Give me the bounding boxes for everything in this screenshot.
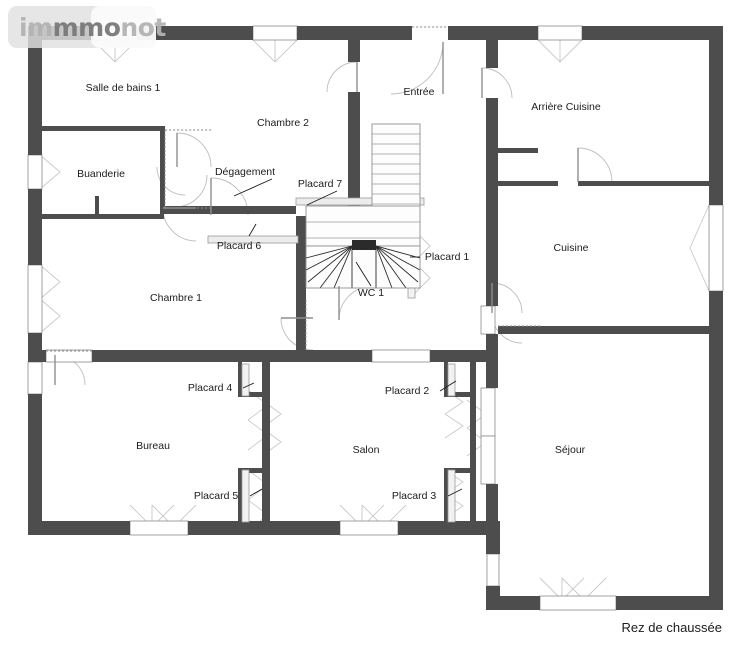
window-top-2 [252, 25, 298, 41]
room-label-cuisine: Cuisine [553, 242, 588, 254]
placard-3-shelf [447, 469, 456, 523]
room-label-arriere-cuisine: Arrière Cuisine [531, 101, 601, 113]
window-open-symbols-right [689, 204, 710, 292]
window-right-4 [480, 435, 496, 485]
closet-label-placard-3: Placard 3 [392, 490, 437, 502]
leader-placard-4 [242, 382, 255, 389]
room-label-salon: Salon [353, 444, 380, 456]
plan-caption: Rez de chaussée [622, 620, 722, 635]
thin-partitions [42, 127, 709, 218]
door-leaves [54, 42, 579, 385]
staircase [305, 123, 421, 289]
closet-label-placard-2: Placard 2 [385, 385, 430, 397]
room-labels: Salle de bains 1 Buanderie Chambre 2 Ent… [77, 82, 601, 456]
leader-placard-6 [248, 223, 257, 237]
window-left-3 [27, 361, 43, 395]
stair-winder-zone [305, 245, 421, 289]
window-right-5 [486, 553, 500, 587]
room-label-wc-1: WC 1 [358, 287, 384, 299]
leader-placard-3 [447, 488, 463, 497]
closet-label-placard-5: Placard 5 [194, 490, 239, 502]
closet-label-placard-7: Placard 7 [298, 178, 343, 190]
windows [27, 25, 724, 611]
closet-labels: Placard 1 Placard 2 Placard 3 Placard 4 … [188, 178, 470, 502]
placard-2-shelf [447, 363, 456, 397]
room-label-degagement: Dégagement [215, 166, 275, 178]
leader-placard-2 [439, 380, 457, 392]
leader-placard-7 [306, 190, 338, 206]
window-top-1 [92, 25, 138, 41]
placard-6-shelf [207, 235, 299, 244]
room-label-chambre-1: Chambre 1 [150, 292, 202, 304]
window-mid-1 [371, 349, 431, 363]
window-left-2 [27, 264, 43, 334]
window-open-symbols-left [39, 154, 61, 334]
room-label-buanderie: Buanderie [77, 168, 125, 180]
window-mid-2 [45, 349, 93, 363]
window-right-3 [480, 387, 496, 437]
stair-flight-lower [305, 205, 421, 247]
walls [28, 26, 723, 610]
room-label-sejour: Séjour [555, 444, 586, 456]
room-label-bureau: Bureau [136, 440, 170, 452]
leader-placard-5 [249, 488, 263, 497]
window-top-3 [537, 25, 583, 41]
room-label-entree: Entrée [404, 86, 435, 98]
placard-5-shelf [241, 469, 250, 523]
stair-winder-radials [305, 245, 421, 289]
closet-label-placard-4: Placard 4 [188, 382, 233, 394]
window-right-2 [480, 305, 496, 335]
room-label-salle-de-bains-1: Salle de bains 1 [86, 82, 161, 94]
window-left-1 [27, 154, 43, 190]
leader-degagement [233, 178, 273, 197]
closet-label-placard-1: Placard 1 [425, 251, 470, 263]
thresholds [46, 26, 542, 352]
window-bottom-1 [129, 520, 189, 536]
window-open-symbols [92, 39, 583, 63]
closet-label-placard-6: Placard 6 [217, 240, 262, 252]
leader-wc-1 [355, 261, 372, 287]
stair-treads-lower [306, 221, 420, 239]
window-right-1 [708, 204, 724, 292]
window-bottom-3 [539, 595, 617, 611]
room-label-chambre-2: Chambre 2 [257, 117, 309, 129]
placard-4-shelf [241, 363, 250, 397]
window-open-symbols-bottom [129, 504, 607, 601]
stair-newel [352, 240, 376, 250]
placard-7-shelf [295, 197, 425, 206]
window-bottom-2 [339, 520, 399, 536]
